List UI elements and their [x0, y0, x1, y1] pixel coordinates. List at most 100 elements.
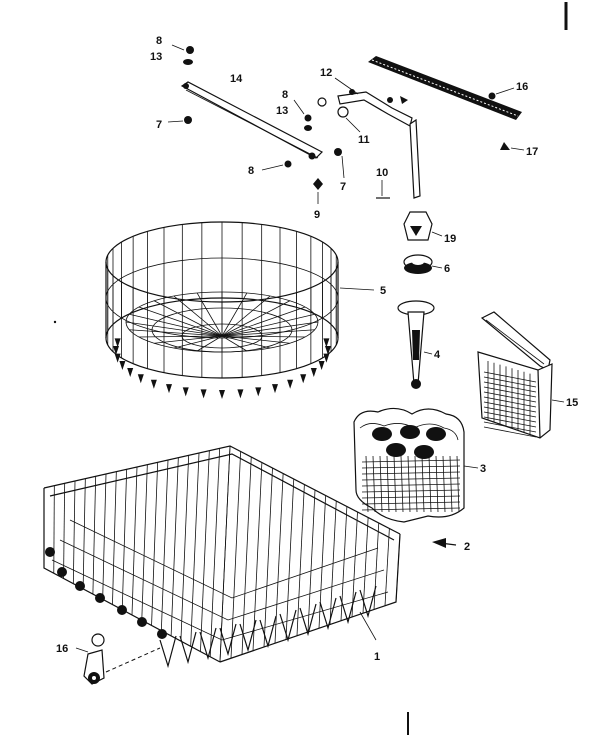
rack-wire [141, 464, 148, 621]
leader-7b [341, 155, 345, 179]
callout-4: 4 [434, 349, 441, 361]
mesh-line [435, 455, 439, 513]
callout-labels: 8 13 14 7 8 13 12 11 16 17 8 7 9 10 19 6… [56, 35, 578, 663]
rack-wire [121, 469, 128, 610]
mesh-line [483, 386, 537, 398]
part-15-small-basket [477, 311, 565, 439]
callout-13: 13 [150, 51, 162, 63]
rack-tine [279, 609, 297, 643]
basket-tooth [300, 374, 307, 384]
part-9-nut [313, 178, 323, 204]
part-16-roller-assembly [75, 633, 161, 685]
basket-spoke [154, 335, 223, 344]
basket-spoke [138, 306, 223, 337]
mesh-line [386, 455, 390, 513]
part-8-lower-screw [261, 160, 292, 171]
callout-12: 12 [320, 67, 332, 79]
parts-8-13-mid-screw-washer [293, 99, 312, 131]
callout-14: 14 [230, 73, 243, 85]
basket-spoke [221, 335, 248, 352]
mesh-line [483, 376, 537, 388]
mesh-line [361, 489, 461, 493]
basket-tooth [318, 361, 325, 371]
stray-dot [53, 320, 57, 324]
rack-tine [219, 623, 237, 657]
basket-tooth [127, 368, 134, 377]
basket-spoke [196, 335, 223, 352]
rack-wire [329, 500, 337, 625]
basket-spoke [221, 300, 291, 337]
mesh-line [483, 421, 537, 433]
basket-tooth [114, 353, 121, 363]
part-7-left-clip [167, 116, 192, 124]
basket-spoke [221, 292, 248, 337]
part-1-lower-rack [43, 445, 401, 669]
part-19-nozzle [403, 211, 443, 241]
callout-8: 8 [282, 89, 288, 101]
mesh-line [372, 455, 376, 513]
rack-wire [151, 462, 159, 626]
mesh-line [483, 396, 537, 408]
rack-wire [274, 473, 284, 644]
basket-spoke [153, 300, 223, 337]
callout-1: 1 [374, 651, 380, 663]
mesh-line [361, 501, 461, 505]
rack-tine [259, 615, 277, 649]
rack-wire [252, 462, 263, 651]
part-10-pin [376, 180, 390, 199]
mesh-line [483, 401, 537, 413]
parts-8-13-upper-screw-washer [171, 44, 194, 65]
rack-wire [263, 467, 273, 648]
callout-8: 8 [156, 35, 162, 47]
rack-wheel [75, 581, 85, 591]
callout-15: 15 [566, 397, 578, 409]
rack-tine [239, 619, 257, 653]
basket-spoke [173, 295, 223, 337]
rack-wire [160, 459, 169, 631]
part-6-hub [403, 254, 443, 274]
callout-19: 19 [444, 233, 456, 245]
basket-spoke [221, 335, 271, 349]
mesh-line [421, 455, 425, 513]
rack-wire [82, 478, 86, 589]
mesh-line [414, 455, 418, 513]
basket-spoke [221, 335, 290, 344]
rack-wire [209, 448, 221, 657]
rack-wire [102, 473, 107, 600]
rack-wire [131, 466, 138, 616]
part-2-indicator [432, 538, 457, 548]
mesh-line [361, 507, 461, 511]
basket-spoke [196, 292, 223, 337]
rack-wire [307, 489, 316, 633]
rack-wire [384, 528, 390, 606]
mesh-line [483, 416, 537, 428]
mesh-line [456, 455, 460, 513]
rack-wheel [95, 593, 105, 603]
rack-wire [373, 522, 380, 610]
basket-tooth [200, 389, 207, 399]
callout-17: 17 [526, 146, 538, 158]
callout-9: 9 [314, 209, 320, 221]
basket-spoke [221, 321, 319, 337]
rack-wheel [57, 567, 67, 577]
part-17-clip [500, 142, 525, 151]
basket-spoke [221, 335, 306, 338]
mesh-line [449, 455, 453, 513]
mesh-line [428, 455, 432, 513]
rack-wire [296, 484, 305, 636]
rack-wire [92, 476, 97, 595]
part-16-upper-bar [368, 56, 522, 120]
rack-wire [318, 495, 327, 629]
basket-tooth [272, 384, 278, 394]
part-12-bracket [317, 77, 413, 127]
rack-wire [351, 511, 358, 618]
rack-wire [53, 485, 55, 574]
basket-tooth [113, 346, 119, 355]
mesh-line [379, 455, 383, 513]
basket-tooth [114, 338, 121, 348]
rack-wire [230, 451, 242, 659]
rack-tine [199, 627, 217, 661]
rack-wire [112, 471, 117, 605]
mesh-line [407, 455, 411, 513]
rack-wire [72, 480, 76, 584]
